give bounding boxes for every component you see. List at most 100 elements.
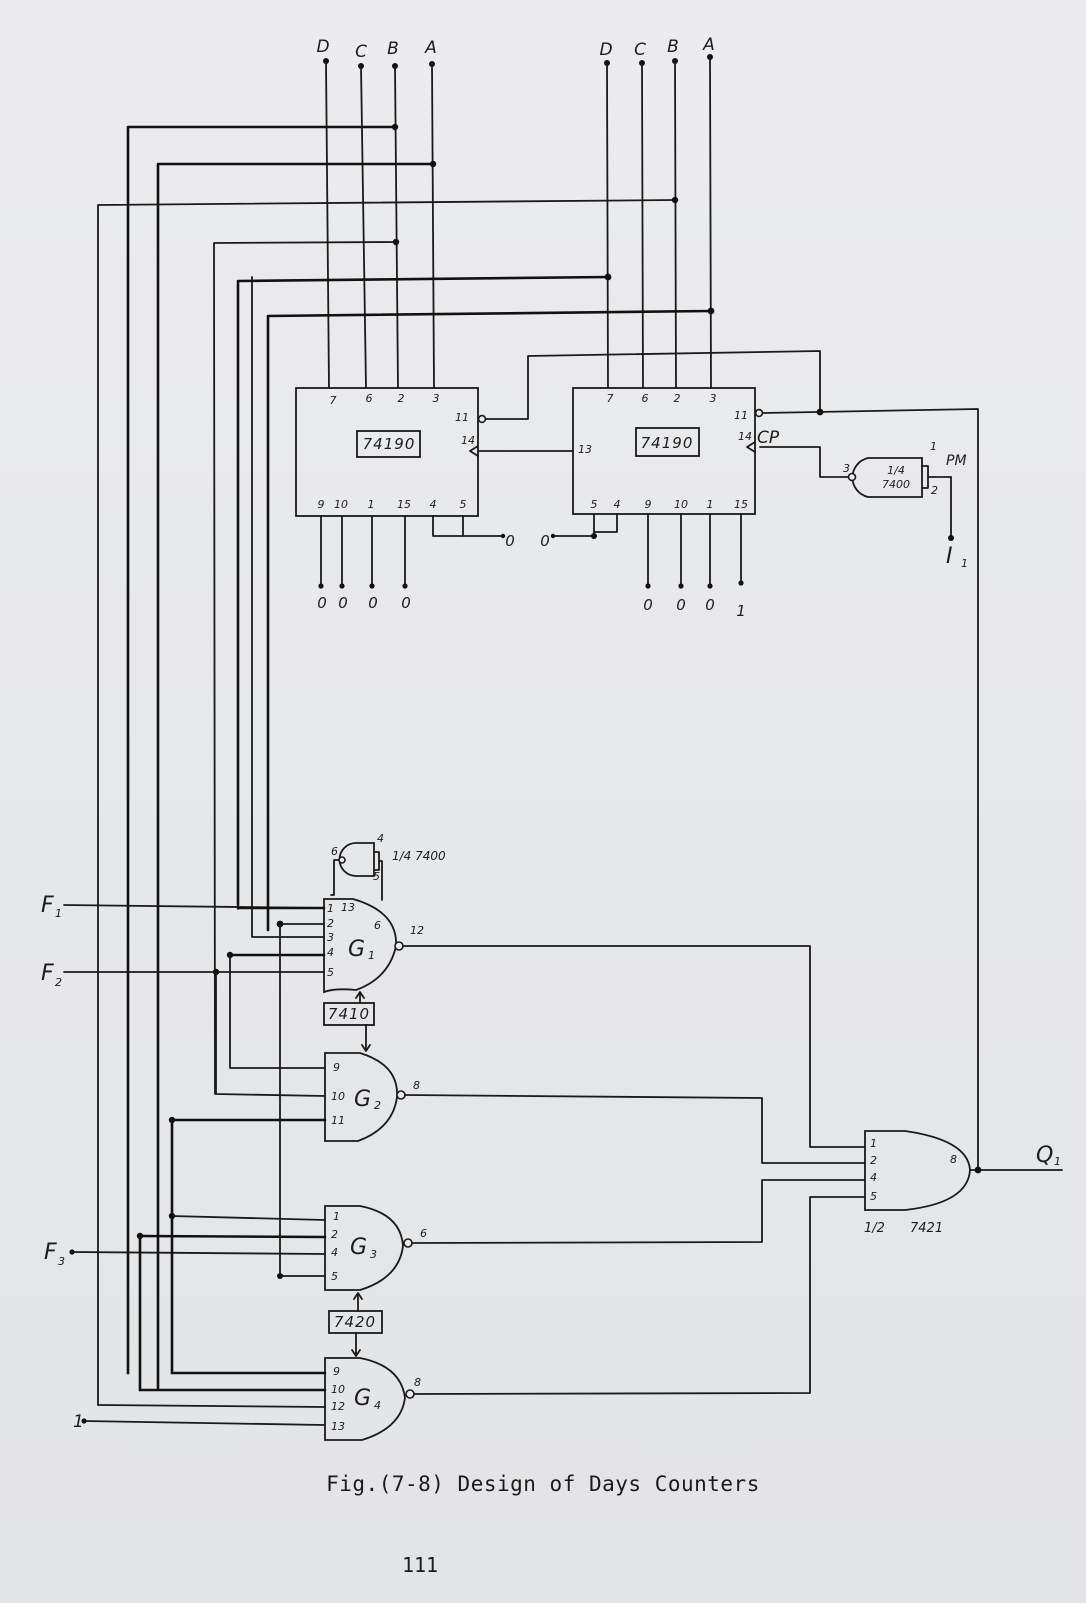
svg-text:4: 4 [430, 498, 437, 511]
svg-text:1: 1 [930, 440, 937, 453]
svg-text:6: 6 [642, 392, 649, 405]
counter-right-chip-label: 74190 [641, 434, 694, 452]
g4-label: G [354, 1386, 371, 1411]
svg-text:6: 6 [420, 1227, 427, 1240]
bus-vertical-wires [325, 56, 712, 389]
svg-text:0: 0 [643, 596, 653, 614]
svg-text:0: 0 [317, 594, 327, 612]
svg-text:9: 9 [333, 1061, 340, 1074]
counter-left-chip-label: 74190 [363, 435, 416, 453]
svg-text:15: 15 [734, 498, 748, 511]
svg-text:7400: 7400 [882, 478, 910, 491]
svg-text:2: 2 [55, 976, 62, 989]
svg-text:4: 4 [331, 1246, 338, 1259]
svg-text:3: 3 [710, 392, 717, 405]
svg-text:1/4: 1/4 [887, 464, 905, 477]
nand-top-gate: 6 4 5 1/4 7400 [330, 832, 446, 901]
svg-text:6: 6 [331, 845, 338, 858]
counter-interconnect [477, 350, 979, 1171]
svg-text:4: 4 [327, 946, 334, 959]
bus-right-d-label: D [599, 40, 612, 60]
svg-text:5: 5 [460, 498, 467, 511]
svg-text:5: 5 [373, 870, 380, 883]
counter-left-inputs: 0 0 0 0 0 [317, 515, 515, 612]
svg-text:2: 2 [674, 392, 681, 405]
external-inputs: F 1 F 2 F 3 1 [41, 893, 326, 1432]
one-input-label: 1 [73, 1412, 84, 1432]
svg-text:1: 1 [736, 602, 746, 620]
svg-text:2: 2 [327, 917, 334, 930]
svg-text:1: 1 [1054, 1155, 1061, 1168]
svg-text:14: 14 [461, 434, 475, 447]
svg-text:5: 5 [327, 966, 334, 979]
svg-text:4: 4 [614, 498, 621, 511]
svg-text:1: 1 [368, 498, 375, 511]
svg-text:0: 0 [505, 532, 515, 550]
svg-text:0: 0 [368, 594, 378, 612]
svg-text:1: 1 [870, 1137, 877, 1150]
q1-label: Q [1036, 1143, 1053, 1168]
svg-text:2: 2 [374, 1099, 381, 1112]
i1-label: I [946, 544, 953, 569]
bus-left-d-label: D [316, 37, 329, 57]
svg-text:0: 0 [338, 594, 348, 612]
bus-right-c-label: C [634, 40, 646, 60]
feedback-wires [97, 123, 715, 1406]
svg-text:0: 0 [401, 594, 411, 612]
svg-text:10: 10 [331, 1090, 345, 1103]
svg-text:13: 13 [578, 443, 592, 456]
svg-text:1/2: 1/2 [864, 1221, 885, 1236]
svg-text:5: 5 [591, 498, 598, 511]
and-gate-7421: 1 2 4 5 8 1/2 7421 Q 1 [864, 1130, 1063, 1236]
svg-text:3: 3 [58, 1255, 65, 1268]
svg-text:2: 2 [331, 1228, 338, 1241]
svg-text:3: 3 [433, 392, 440, 405]
bus-left-labels: D C B A [316, 37, 436, 62]
svg-text:13: 13 [331, 1420, 345, 1433]
bus-left-a-label: A [424, 38, 437, 58]
chip-7420-box: 7420 [328, 1292, 383, 1357]
chip-7420-label: 7420 [334, 1313, 376, 1331]
svg-text:1: 1 [707, 498, 714, 511]
counter-left-74190: 74190 7 6 2 3 11 14 9 10 1 15 4 5 [295, 387, 487, 517]
svg-text:14: 14 [738, 430, 752, 443]
nand-top-chip-label: 1/4 7400 [392, 849, 446, 863]
f1-label: F [41, 893, 54, 918]
svg-text:9: 9 [318, 498, 325, 511]
svg-text:1: 1 [55, 907, 62, 920]
svg-text:7: 7 [330, 394, 337, 407]
svg-text:3: 3 [370, 1248, 377, 1261]
chip-7410-box: 7410 [323, 991, 375, 1052]
svg-text:8: 8 [414, 1376, 421, 1389]
bus-left-b-label: B [387, 39, 399, 59]
figure-caption: Fig.(7-8) Design of Days Counters [326, 1472, 760, 1496]
bus-right-labels: D C B A [599, 35, 714, 60]
gate-g1: G 1 1 13 2 3 4 5 6 12 [212, 276, 424, 994]
svg-text:3: 3 [327, 931, 334, 944]
page-number: 111 [401, 1553, 439, 1577]
gate-g3: G 3 1 2 4 5 6 [136, 923, 427, 1291]
svg-text:15: 15 [397, 498, 411, 511]
svg-text:7421: 7421 [910, 1221, 943, 1236]
gate-g4: G 4 9 10 12 13 8 [97, 1118, 421, 1441]
svg-text:8: 8 [413, 1079, 420, 1092]
svg-text:6: 6 [374, 919, 381, 932]
svg-text:3: 3 [843, 462, 850, 475]
nand-pm-gate: 1/4 7400 3 1 2 PM I 1 [759, 440, 968, 570]
bus-terminal-dots [323, 54, 713, 69]
svg-text:8: 8 [950, 1153, 957, 1166]
svg-text:10: 10 [331, 1383, 345, 1396]
svg-text:0: 0 [540, 532, 550, 550]
f3-label: F [44, 1240, 57, 1265]
svg-text:4: 4 [377, 832, 384, 845]
svg-text:5: 5 [331, 1270, 338, 1283]
svg-text:2: 2 [931, 484, 938, 497]
svg-text:11: 11 [734, 409, 748, 422]
svg-text:2: 2 [870, 1154, 877, 1167]
svg-text:0: 0 [676, 596, 686, 614]
svg-text:9: 9 [645, 498, 652, 511]
svg-text:12: 12 [410, 924, 424, 937]
g3-label: G [350, 1235, 367, 1260]
f2-label: F [41, 961, 54, 986]
